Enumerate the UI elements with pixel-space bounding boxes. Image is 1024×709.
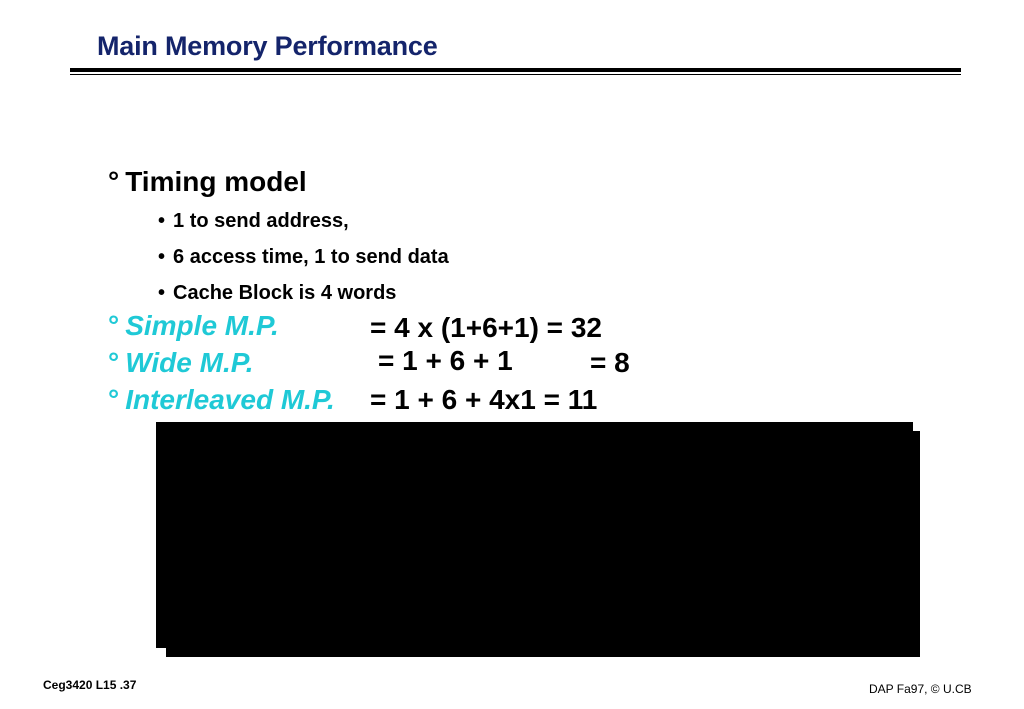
degree-bullet: ° [108, 166, 120, 197]
interleaved-mp-label: Interleaved M.P. [125, 384, 335, 415]
title-rule-thin [70, 74, 961, 75]
timing-model-heading: Timing model [125, 166, 307, 197]
simple-mp-label: Simple M.P. [125, 310, 279, 341]
footer-credit: DAP Fa97, © U.CB [869, 682, 972, 696]
timing-item-text: Cache Block is 4 words [173, 282, 397, 304]
wide-mp-result: = 8 [590, 347, 630, 378]
redaction-box [156, 422, 913, 648]
simple-mp-row: °Simple M.P. [108, 310, 279, 342]
degree-bullet: ° [108, 310, 120, 341]
interleaved-mp-row: °Interleaved M.P. = 1 + 6 + 4x1 = 11 [108, 384, 668, 418]
footer-course-id: Ceg3420 L15 .37 [43, 678, 137, 692]
wide-mp-label: Wide M.P. [125, 347, 254, 378]
wide-mp-row: °Wide M.P. [108, 347, 254, 379]
timing-item: • Cache Block is 4 words [158, 282, 396, 305]
dot-bullet: • [158, 246, 166, 268]
dot-bullet: • [158, 282, 166, 304]
wide-mp-formula: = 1 + 6 + 1 [378, 345, 513, 376]
degree-bullet: ° [108, 384, 120, 415]
title-rule-thick [70, 68, 961, 72]
timing-item-text: 6 access time, 1 to send data [173, 246, 449, 268]
degree-bullet: ° [108, 347, 120, 378]
timing-item: • 1 to send address, [158, 210, 349, 233]
slide-title: Main Memory Performance [97, 31, 438, 61]
timing-item: • 6 access time, 1 to send data [158, 246, 449, 269]
dot-bullet: • [158, 210, 166, 232]
interleaved-mp-formula: = 1 + 6 + 4x1 = 11 [370, 384, 598, 415]
redaction-edge [156, 648, 166, 657]
timing-model-bullet: °Timing model [108, 166, 307, 198]
simple-mp-formula: = 4 x (1+6+1) = 32 [370, 312, 602, 343]
timing-item-text: 1 to send address, [173, 210, 349, 232]
